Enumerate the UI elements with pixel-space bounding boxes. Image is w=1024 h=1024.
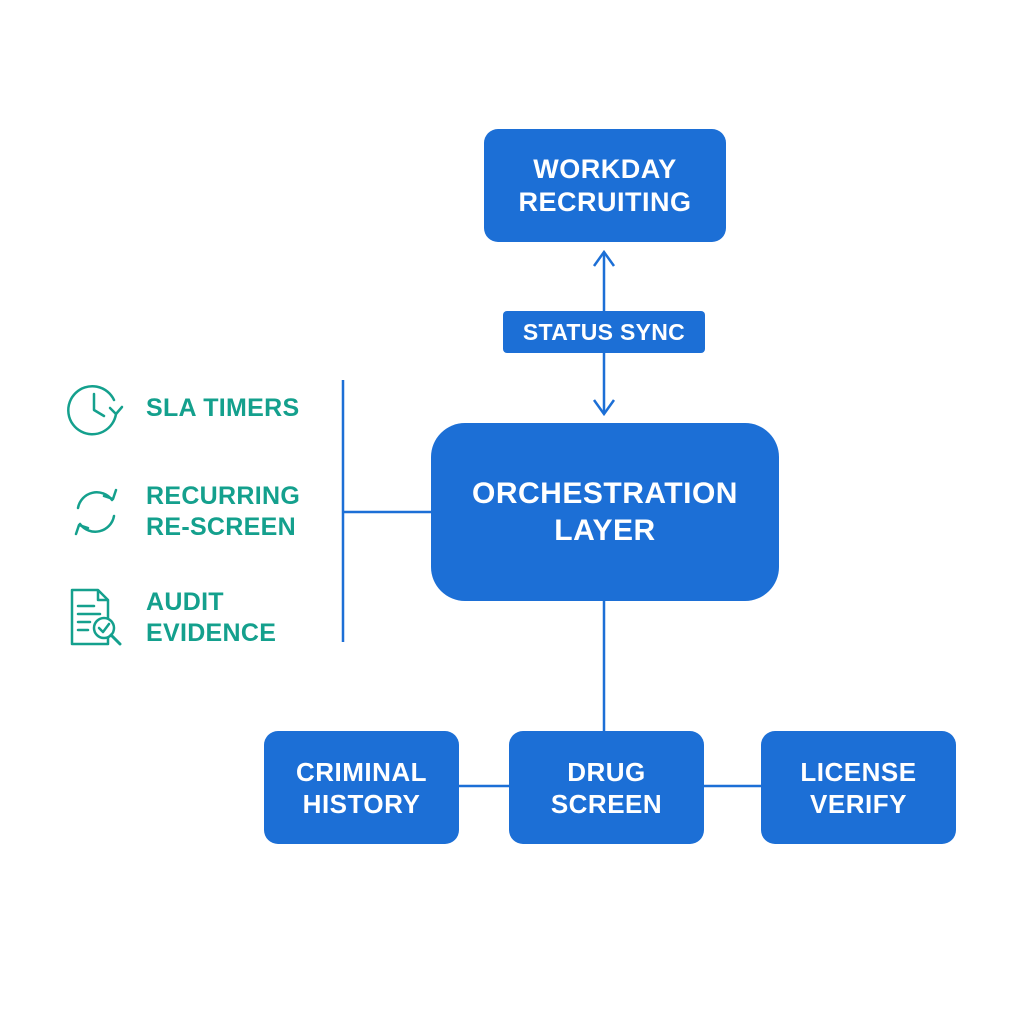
drug-label-line2: SCREEN [550, 788, 663, 819]
refresh-cycle-icon [74, 488, 118, 536]
criminal-label-line2: HISTORY [302, 788, 421, 819]
drug-label-line1: DRUG [567, 756, 646, 787]
feature-sla-label: SLA TIMERS [146, 393, 300, 422]
arrowhead-down [592, 399, 616, 417]
feature-audit-label-line1: AUDIT [146, 588, 224, 616]
workday-label-line1: WORKDAY [533, 153, 677, 184]
orchestration-label-line2: LAYER [554, 514, 656, 547]
feature-audit-label-line2: EVIDENCE [146, 619, 277, 647]
feature-recurring-label-line1: RECURRING [146, 482, 301, 510]
license-label-line2: VERIFY [810, 788, 907, 819]
workday-recruiting-node: WORKDAY RECRUITING [484, 129, 726, 242]
criminal-history-node: CRIMINAL HISTORY [264, 731, 459, 844]
clock-icon [67, 385, 124, 436]
workday-label-line2: RECRUITING [518, 186, 692, 217]
feature-sla-timers: SLA TIMERS [66, 378, 299, 438]
document-check-icon [70, 588, 122, 646]
license-label-line1: LICENSE [800, 756, 917, 787]
orchestration-layer-node: ORCHESTRATION LAYER [431, 423, 779, 601]
feature-audit-evidence: AUDIT EVIDENCE [66, 586, 276, 650]
drug-screen-node: DRUG SCREEN [509, 731, 704, 844]
status-sync-label: STATUS SYNC [503, 311, 705, 353]
orchestration-label-line1: ORCHESTRATION [472, 477, 738, 510]
feature-recurring-rescreen: RECURRING RE-SCREEN [66, 481, 300, 543]
arrowhead-up [592, 249, 616, 267]
license-verify-node: LICENSE VERIFY [761, 731, 956, 844]
feature-recurring-label-line2: RE-SCREEN [146, 513, 296, 541]
criminal-label-line1: CRIMINAL [295, 756, 428, 787]
